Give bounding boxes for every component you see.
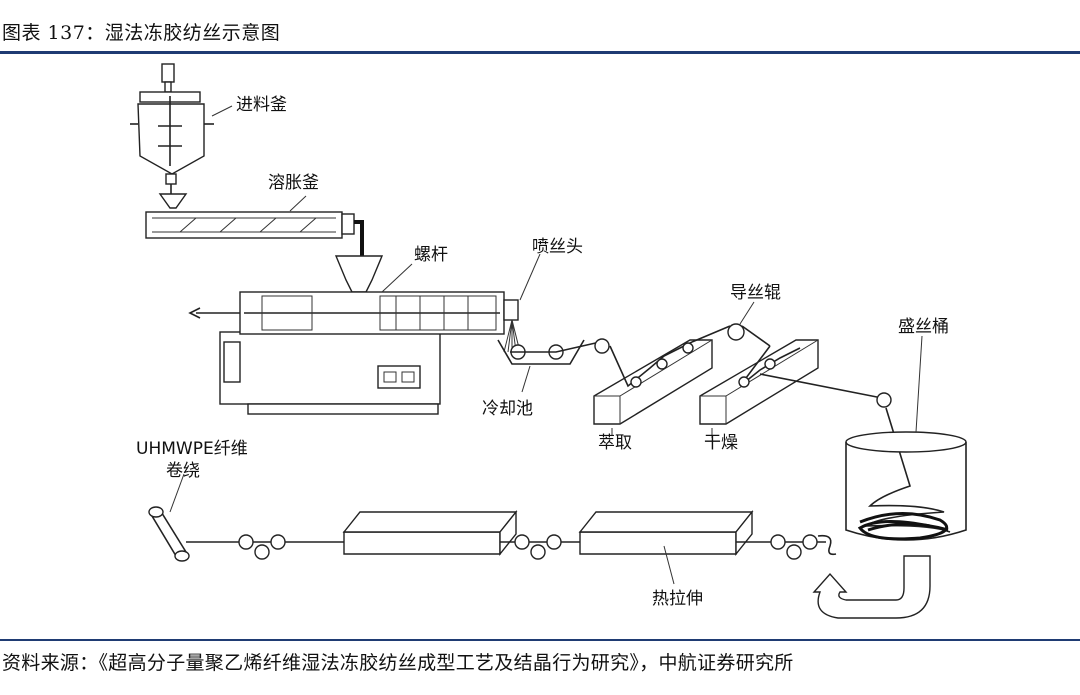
screw-extruder	[188, 255, 505, 415]
feed-kettle	[130, 63, 233, 194]
cooling-bath	[497, 338, 610, 393]
label-swelling-kettle: 溶胀釜	[268, 173, 319, 193]
label-drying: 干燥	[704, 433, 738, 453]
winding-roll	[148, 473, 190, 562]
label-hot-drawing: 热拉伸	[652, 589, 703, 609]
label-feed-kettle: 进料釜	[236, 95, 287, 115]
swelling-kettle	[145, 193, 364, 256]
drying-tank	[699, 339, 892, 438]
figure-caption: 图表 137：湿法冻胶纺丝示意图	[2, 22, 281, 44]
label-winding-line2: 卷绕	[166, 461, 200, 481]
collection-bucket	[845, 335, 967, 541]
source-note: 资料来源：《超高分子量聚乙烯纤维湿法冻胶纺丝成型工艺及结晶行为研究》，中航证券研…	[2, 652, 794, 674]
label-cooling-bath: 冷却池	[482, 399, 533, 419]
label-screw: 螺杆	[414, 245, 448, 265]
label-extraction: 萃取	[598, 433, 632, 453]
extraction-tank	[593, 339, 713, 436]
roller-group-1	[238, 534, 286, 560]
guide-roller	[691, 301, 771, 347]
bottom-rule	[0, 639, 1080, 641]
label-winding-line1: UHMWPE纤维	[136, 439, 248, 459]
roller-group-3	[770, 534, 837, 560]
label-guide-roller: 导丝辊	[730, 283, 781, 303]
top-rule	[0, 51, 1080, 54]
roller-group-2	[514, 534, 562, 560]
label-collection-bucket: 盛丝桶	[898, 317, 949, 337]
hot-drawing-oven-1	[342, 510, 518, 556]
spinneret	[503, 253, 541, 353]
hot-drawing-oven-2	[578, 510, 754, 585]
wet-gel-spinning-diagram: 进料釜 溶胀釜 螺杆	[130, 63, 967, 619]
label-spinneret: 喷丝头	[532, 237, 583, 257]
return-arrow	[812, 555, 931, 619]
